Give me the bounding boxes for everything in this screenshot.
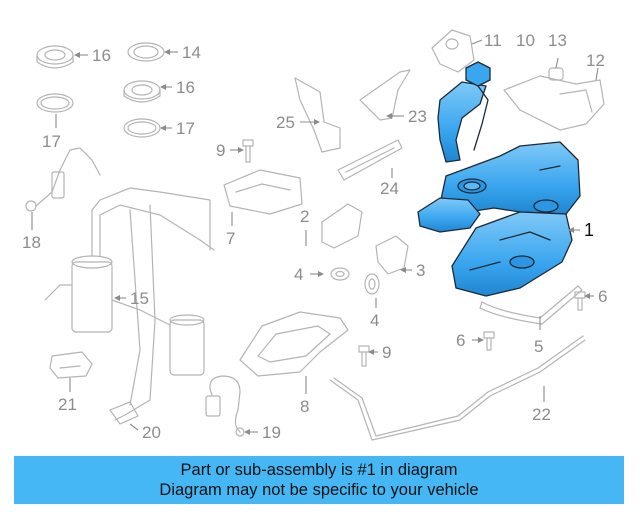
fuel-pump-flange-part — [36, 45, 74, 69]
bolt-part-2 — [358, 345, 370, 367]
callout-8: 8 — [300, 397, 309, 416]
heat-shield-small-part — [375, 235, 409, 275]
callout-4-b: 4 — [370, 311, 379, 330]
callout-3: 3 — [416, 261, 425, 280]
tank-strap-part-3 — [479, 285, 583, 325]
callout-9-a: 9 — [216, 141, 225, 160]
callout-5: 5 — [534, 337, 543, 356]
parts-diagram: 16 14 16 17 17 11 10 13 12 25 23 9 24 1 … — [22, 29, 607, 442]
callout-22: 22 — [532, 405, 551, 424]
callout-7: 7 — [226, 229, 235, 248]
callout-14: 14 — [182, 43, 201, 62]
caption-banner: Part or sub-assembly is #1 in diagram Di… — [14, 456, 624, 504]
callout-4-a: 4 — [294, 265, 303, 284]
callout-12: 12 — [586, 51, 605, 70]
callout-18: 18 — [22, 233, 41, 252]
leader-lines — [31, 39, 599, 435]
pump-module-part — [44, 187, 215, 421]
canister-part — [503, 75, 605, 131]
callout-21: 21 — [58, 395, 77, 414]
callout-24: 24 — [380, 179, 399, 198]
caption-line-2: Diagram may not be specific to your vehi… — [159, 481, 479, 499]
fuel-pump-flange-part-2 — [123, 80, 161, 103]
lock-ring-part — [127, 42, 165, 62]
bolt-part — [242, 139, 254, 163]
callout-10: 10 — [516, 31, 535, 50]
grommet-part — [364, 273, 380, 295]
callout-20: 20 — [142, 423, 161, 442]
callout-17-b: 17 — [176, 119, 195, 138]
callout-23: 23 — [408, 107, 427, 126]
skid-plate-part — [239, 311, 349, 377]
callout-2: 2 — [300, 207, 309, 226]
callout-11: 11 — [484, 31, 502, 50]
callout-19: 19 — [262, 423, 281, 442]
callout-25: 25 — [276, 113, 295, 132]
bolt-part-3 — [574, 291, 586, 311]
callout-6-a: 6 — [598, 287, 607, 306]
seal-ring-part-2 — [123, 118, 161, 138]
tank-strap-part-2 — [337, 139, 403, 181]
sending-unit-wire-part — [25, 147, 101, 212]
wire-harness-part — [205, 375, 245, 437]
callout-15: 15 — [130, 289, 149, 308]
nut-part — [330, 267, 350, 281]
callout-labels: 16 14 16 17 17 11 10 13 12 25 23 9 24 1 … — [22, 31, 607, 442]
heat-shield-part — [223, 169, 303, 215]
bolt-part-4 — [483, 331, 495, 351]
callout-13: 13 — [548, 31, 567, 50]
clip-part — [109, 401, 139, 425]
bracket-part — [49, 351, 93, 379]
tank-strap-part — [359, 69, 411, 121]
callout-16-b: 16 — [176, 78, 195, 97]
callout-9-b: 9 — [382, 343, 391, 362]
support-bracket-part — [321, 203, 363, 249]
callout-17-a: 17 — [42, 132, 61, 151]
fuel-line-part — [329, 335, 586, 441]
callout-1: 1 — [584, 220, 594, 240]
seal-ring-part — [36, 93, 74, 113]
callout-16-a: 16 — [92, 46, 111, 65]
caption-line-1: Part or sub-assembly is #1 in diagram — [180, 461, 458, 479]
mount-bracket-part — [294, 77, 341, 153]
filler-cap-part — [431, 29, 475, 73]
callout-6-b: 6 — [456, 331, 465, 350]
fuel-tank-highlighted[interactable] — [417, 61, 581, 297]
